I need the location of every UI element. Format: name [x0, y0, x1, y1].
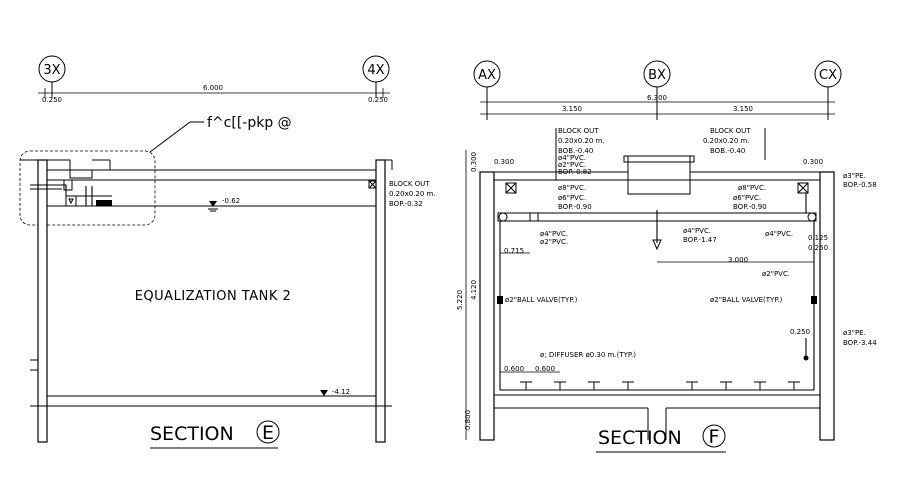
grid-label-bx: BX [648, 68, 666, 83]
dim-left-offset: 0.250 [42, 96, 62, 104]
grid-label-3x: 3X [43, 63, 60, 78]
pe-top-bop: BOP.-0.58 [843, 181, 877, 189]
left-block-out-title: BLOCK OUT [558, 127, 599, 135]
dim-right-offset: 0.250 [368, 96, 388, 104]
right-block-out-size: 0.20x0.20 m. [703, 137, 750, 145]
left-pipe-bop2: BOP.-0.90 [558, 203, 592, 211]
right-block-out-bob: BOB.-0.40 [710, 147, 745, 155]
grid-label-ax: AX [478, 68, 496, 83]
dim-top-slab: 0.300 [470, 152, 478, 172]
section-e-badge [256, 420, 280, 444]
dim-overall: 6.000 [203, 84, 223, 92]
right-block-out-title: BLOCK OUT [710, 127, 751, 135]
left-block-out-size: 0.20x0.20 m. [558, 137, 605, 145]
block-out-e-bop: BOP.-0.32 [389, 200, 423, 208]
left-pipe-bop: BOP.-0.82 [558, 168, 592, 176]
right-pipe-bop: BOP.-0.90 [733, 203, 767, 211]
pe-top-size: ø3"PE. [843, 172, 866, 180]
section-f-letter: F [709, 426, 720, 448]
diffuser [622, 381, 634, 390]
left-pipe-4pvc: ø4"PVC. [558, 154, 586, 162]
section-e-title: SECTION [150, 423, 234, 445]
diffusers [520, 381, 800, 390]
diffuser [754, 381, 766, 390]
block-out-e-size: 0.20x0.20 m. [389, 190, 436, 198]
left-pipe-8pvc: ø8"PVC. [558, 184, 586, 192]
left-ball-valve [497, 296, 503, 304]
water-level-marker [209, 201, 217, 207]
pe-bottom-size: ø3"PE. [843, 329, 866, 337]
right-wall-f [819, 171, 835, 441]
ball-valve-left: ø2"BALL VALVE(TYP.) [505, 296, 578, 304]
fitting-block [96, 200, 112, 206]
callout-cloud [19, 150, 156, 226]
section-f: AX BX CX 6.300 3.150 3.150 5.220 4.120 0… [456, 60, 877, 453]
valve-box [65, 195, 77, 207]
left-block-out-bob: BOB.-0.40 [558, 147, 593, 155]
right-2pvc: ø2"PVC. [762, 270, 790, 278]
diffuser [588, 381, 600, 390]
diffuser [554, 381, 566, 390]
grid-label-cx: CX [819, 68, 837, 83]
dim-0250b: 0.250 [790, 328, 810, 336]
dim-0125: 0.125 [808, 234, 828, 242]
dim-3000: 3.000 [728, 256, 748, 264]
left-drop-2pvc: ø2"PVC. [540, 238, 568, 246]
dim-bottom-slab: 0.800 [464, 410, 472, 430]
pe-bottom-bop: BOP.-3.44 [843, 339, 877, 347]
section-e-letter: E [262, 422, 274, 444]
water-level-value: -0.62 [222, 197, 240, 205]
center-drop-4pvc: ø4"PVC. [683, 227, 711, 235]
diffuser-dim-1: 0.600 [504, 365, 524, 373]
right-pipe-6pvc: ø6"PVC. [733, 194, 761, 202]
block-out-e-title: BLOCK OUT [389, 180, 430, 188]
right-drop-4pvc: ø4"PVC. [765, 230, 793, 238]
diffuser [520, 381, 532, 390]
header-fitting [529, 212, 539, 222]
left-offset: 0.300 [494, 158, 514, 166]
diffuser [788, 381, 800, 390]
section-e: 3X 4X 6.000 0.250 0.250 f^c[[-pkp @ [19, 55, 436, 449]
dim-0250a: 0.250 [808, 244, 828, 252]
left-pipe-2pvc: ø2"PVC. [558, 161, 586, 169]
callout-label: f^c[[-pkp @ [207, 115, 292, 131]
section-f-title: SECTION [598, 427, 682, 449]
dim-right-f: 3.150 [733, 105, 753, 113]
grid-label-4x: 4X [367, 63, 384, 78]
callout-leader [149, 121, 191, 153]
right-ball-valve [811, 296, 817, 304]
dim-overall-f: 6.300 [647, 94, 667, 102]
bottom-level-value: -4.12 [332, 388, 350, 396]
dim-left-f: 3.150 [562, 105, 582, 113]
left-wall-f [479, 171, 495, 441]
right-offset: 0.300 [803, 158, 823, 166]
left-drop-4pvc: ø4"PVC. [540, 230, 568, 238]
left-wall [37, 159, 48, 443]
diffuser-note: ø; DIFFUSER ø0.30 m.(TYP.) [540, 351, 636, 359]
tank-label: EQUALIZATION TANK 2 [135, 289, 292, 304]
diffuser-dim-2: 0.600 [535, 365, 555, 373]
dim-height: 5.220 [456, 290, 464, 310]
section-f-badge [702, 424, 726, 448]
dim-inner-height: 4.120 [470, 280, 478, 300]
bottom-level-marker [320, 390, 328, 396]
block-out-box-left [505, 182, 517, 194]
center-drop-bop: BOP.-1.47 [683, 236, 717, 244]
right-pipe-8pvc: ø8"PVC. [738, 184, 766, 192]
block-out-box-e [368, 180, 377, 189]
ball-valve-right: ø2"BALL VALVE(TYP.) [710, 296, 783, 304]
left-pipe-6pvc: ø6"PVC. [558, 194, 586, 202]
diffuser [720, 381, 732, 390]
dim-0715: 0.715 [504, 247, 524, 255]
diffuser [686, 381, 698, 390]
right-wall [375, 159, 386, 443]
block-out-box-right [797, 182, 809, 194]
